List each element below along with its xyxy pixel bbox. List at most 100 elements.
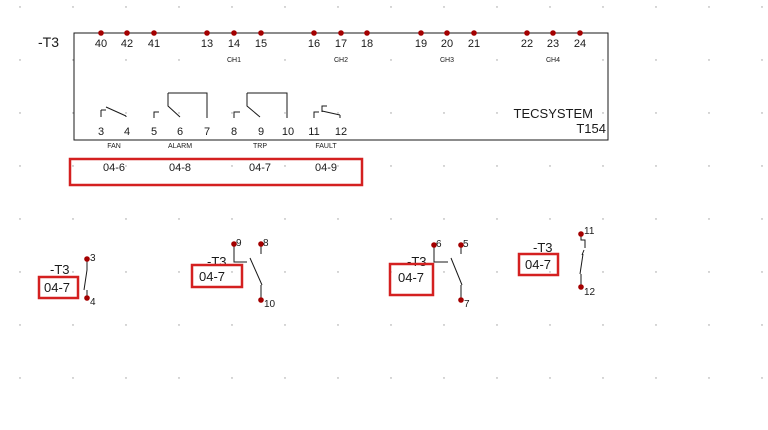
grid-dot <box>443 324 445 326</box>
pin-3[interactable] <box>84 256 90 262</box>
grid-dot <box>761 112 763 114</box>
pin-label-9: 9 <box>236 238 242 249</box>
grid-dot <box>708 6 710 8</box>
terminal-pin-22[interactable] <box>524 30 530 36</box>
terminal-label-19: 19 <box>415 38 427 50</box>
grid-dot <box>19 112 21 114</box>
grid-dot <box>284 165 286 167</box>
contact-ref[interactable]: 04-7 <box>44 280 70 295</box>
grid-dot <box>708 271 710 273</box>
contact-ref[interactable]: 04-7 <box>199 269 225 284</box>
grid-dot <box>655 165 657 167</box>
terminal-pin-15[interactable] <box>258 30 264 36</box>
pin-11[interactable] <box>578 231 584 237</box>
terminal-pin-18[interactable] <box>364 30 370 36</box>
fault-contact-symbol <box>313 105 341 118</box>
pin-8[interactable] <box>258 241 264 247</box>
grid-dot <box>284 324 286 326</box>
grid-dot <box>284 6 286 8</box>
grid-dot <box>72 59 74 61</box>
pin-6[interactable] <box>431 242 437 248</box>
grid-dot <box>19 324 21 326</box>
pin-4[interactable] <box>84 295 90 301</box>
grid-dot <box>390 218 392 220</box>
contact-11-12[interactable]: -T3 04-7 11 12 <box>517 226 596 298</box>
grid-dot <box>125 218 127 220</box>
pin-9[interactable] <box>231 241 237 247</box>
terminal-pin-41[interactable] <box>151 30 157 36</box>
terminal-pin-24[interactable] <box>577 30 583 36</box>
grid-dot <box>178 59 180 61</box>
pin-label-3: 3 <box>90 253 96 264</box>
grid-dot <box>549 59 551 61</box>
terminal-pin-40[interactable] <box>98 30 104 36</box>
grid-dot <box>602 6 604 8</box>
contact-3-4[interactable]: -T3 04-7 3 4 <box>37 253 96 308</box>
pin-10[interactable] <box>258 297 264 303</box>
grid-dot <box>761 271 763 273</box>
terminal-label-22: 22 <box>521 38 533 50</box>
grid-dot <box>655 271 657 273</box>
t3-device[interactable]: -T3 40 42 41 13 14 15 16 17 18 19 20 <box>38 30 609 150</box>
grid-dot <box>72 165 74 167</box>
terminal-pin-23[interactable] <box>550 30 556 36</box>
terminal-pin-17[interactable] <box>338 30 344 36</box>
pin-7[interactable] <box>458 297 464 303</box>
terminal-label-11: 11 <box>308 126 319 138</box>
cross-ref-trp[interactable]: 04-7 <box>249 162 271 174</box>
grid-dot <box>496 165 498 167</box>
pin-label-5: 5 <box>463 239 469 250</box>
grid-dots <box>19 6 763 379</box>
grid-dot <box>761 59 763 61</box>
pin-label-11: 11 <box>584 226 595 237</box>
grid-dot <box>284 377 286 379</box>
terminal-label-6: 6 <box>177 126 183 138</box>
terminal-label-21: 21 <box>468 38 480 50</box>
grid-dot <box>496 6 498 8</box>
contact-ref[interactable]: 04-7 <box>525 257 551 272</box>
contact-6-5-7[interactable]: -T3 04-7 6 5 7 <box>388 239 470 310</box>
model-label: T154 <box>576 121 606 136</box>
terminal-pin-21[interactable] <box>471 30 477 36</box>
grid-dot <box>178 377 180 379</box>
terminal-pin-19[interactable] <box>418 30 424 36</box>
grid-dot <box>125 271 127 273</box>
contact-ref[interactable]: 04-7 <box>398 270 424 285</box>
pin-12[interactable] <box>578 284 584 290</box>
contact-label-fan: FAN <box>107 143 121 150</box>
grid-dot <box>284 112 286 114</box>
grid-dot <box>761 377 763 379</box>
terminal-label-14: 14 <box>228 38 240 50</box>
terminal-label-15: 15 <box>255 38 267 50</box>
cross-ref-fan[interactable]: 04-6 <box>103 162 125 174</box>
grid-dot <box>337 324 339 326</box>
pin-5[interactable] <box>458 242 464 248</box>
terminal-pin-16[interactable] <box>311 30 317 36</box>
grid-dot <box>125 165 127 167</box>
terminal-pin-14[interactable] <box>231 30 237 36</box>
alarm-contact-symbol <box>153 92 208 118</box>
grid-dot <box>602 377 604 379</box>
cross-ref-fault[interactable]: 04-9 <box>315 162 337 174</box>
grid-dot <box>708 324 710 326</box>
cross-ref-alarm[interactable]: 04-8 <box>169 162 191 174</box>
grid-dot <box>231 6 233 8</box>
terminal-pin-20[interactable] <box>444 30 450 36</box>
grid-dot <box>337 377 339 379</box>
terminal-pin-13[interactable] <box>204 30 210 36</box>
grid-dot <box>231 59 233 61</box>
contact-9-8-10[interactable]: -T3 04-7 9 8 10 <box>190 238 276 310</box>
channel-label-ch3: CH3 <box>440 57 454 64</box>
terminal-label-5: 5 <box>151 126 157 138</box>
terminal-pin-42[interactable] <box>124 30 130 36</box>
pin-label-8: 8 <box>263 238 269 249</box>
terminal-label-40: 40 <box>95 38 107 50</box>
contact-tag: -T3 <box>533 240 553 255</box>
grid-dot <box>125 377 127 379</box>
trp-contact-symbol <box>233 92 288 118</box>
grid-dot <box>231 112 233 114</box>
cross-reference-box[interactable]: 04-6 04-8 04-7 04-9 <box>68 157 364 187</box>
grid-dot <box>602 112 604 114</box>
terminal-label-42: 42 <box>121 38 133 50</box>
